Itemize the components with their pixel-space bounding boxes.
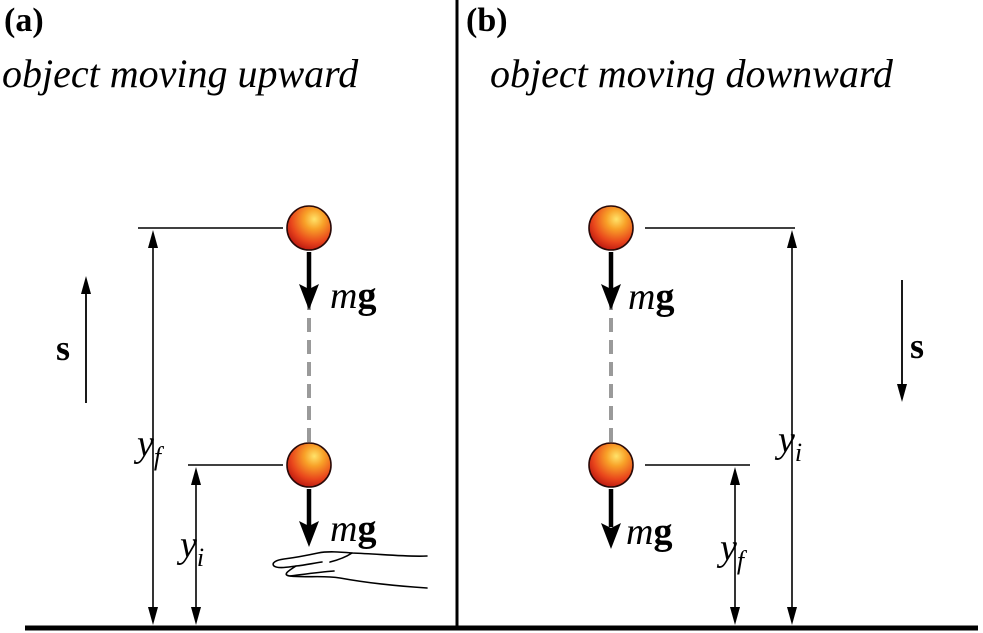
yf-label: yf — [133, 423, 165, 471]
yf-label: yf — [716, 527, 748, 575]
panel-b-caption: object moving downward — [490, 51, 893, 96]
displacement-arrow-down-icon — [897, 384, 907, 402]
panel-b-label: (b) — [466, 2, 508, 39]
ball-icon — [286, 442, 332, 488]
yi-top-arrowhead — [191, 467, 201, 485]
yi-bottom-arrowhead — [787, 607, 797, 625]
yf-bottom-arrowhead — [148, 607, 158, 625]
yf-top-arrowhead — [148, 230, 158, 248]
displacement-label: s — [910, 326, 924, 366]
force-label-bottom: mg — [626, 511, 672, 553]
ball-icon — [588, 205, 634, 251]
force-label-top: mg — [330, 275, 376, 317]
panel-a-diagram: mg mg s yf yi — [56, 205, 428, 625]
yi-label: yi — [176, 524, 204, 572]
ball-icon — [286, 205, 332, 251]
yi-top-arrowhead — [787, 230, 797, 248]
yi-bottom-arrowhead — [191, 607, 201, 625]
yi-label: yi — [774, 419, 802, 467]
force-label-top: mg — [628, 276, 674, 318]
panel-b-diagram: mg mg s yi yf — [588, 205, 924, 625]
ball-icon — [588, 442, 634, 488]
panel-a-label: (a) — [4, 2, 44, 39]
displacement-label: s — [56, 328, 70, 368]
yf-bottom-arrowhead — [730, 607, 740, 625]
yf-top-arrowhead — [730, 467, 740, 485]
force-label-bottom: mg — [330, 508, 376, 550]
hand-icon — [272, 551, 428, 589]
force-arrow-top-head — [299, 284, 319, 310]
panel-a-caption: object moving upward — [2, 51, 359, 96]
force-arrow-bottom-head — [299, 521, 319, 547]
displacement-arrow-up-icon — [81, 276, 91, 294]
force-arrow-bottom-head — [601, 523, 621, 549]
force-arrow-top-head — [601, 284, 621, 310]
